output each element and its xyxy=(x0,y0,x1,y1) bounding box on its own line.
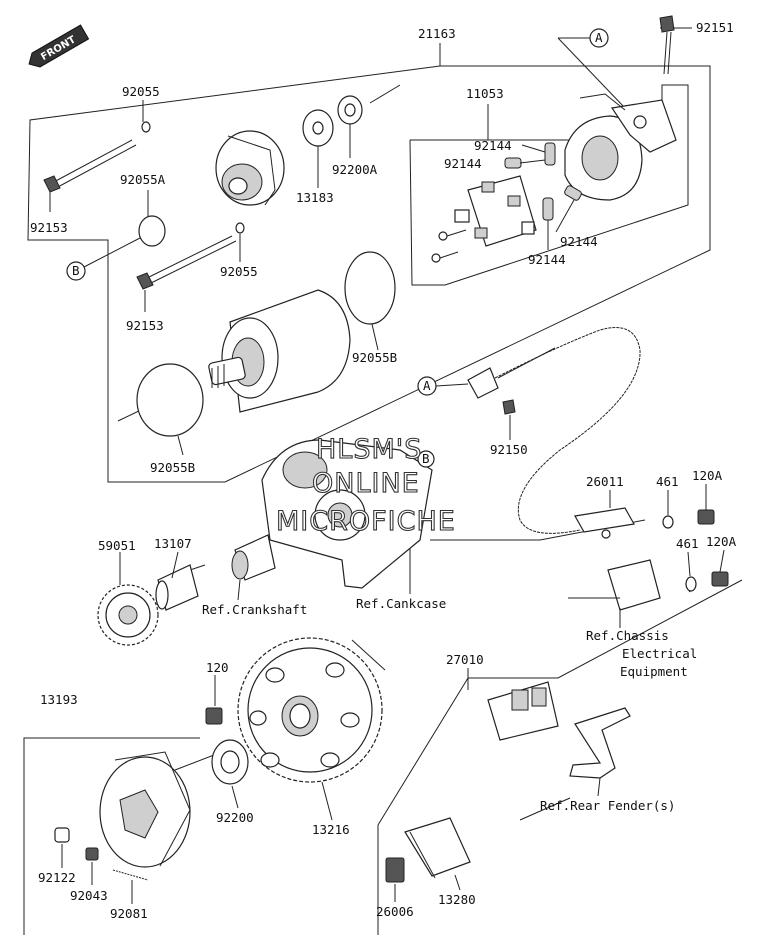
watermark-line1: HLSM'S xyxy=(316,434,422,465)
starter-end-cover xyxy=(215,130,285,206)
starter-motor-group-frame xyxy=(27,65,711,483)
front-badge: FRONT xyxy=(28,24,90,68)
part-label-92153-mid: 92153 xyxy=(126,318,164,333)
starter-cable-26011 xyxy=(467,327,641,534)
ref-label-chassis-line3: Equipment xyxy=(620,664,688,679)
ref-label-crankshaft: Ref.Crankshaft xyxy=(202,602,307,617)
starter-clutch-group-frame xyxy=(23,737,200,935)
part-label-92055B-right: 92055B xyxy=(352,350,397,365)
part-label-92200A: 92200A xyxy=(332,162,378,177)
nut-120A-a xyxy=(697,509,715,525)
starter-motor-body xyxy=(208,289,351,413)
o-ring-92055-small-mid xyxy=(235,222,245,234)
ref-label-rear-fender: Ref.Rear Fender(s) xyxy=(540,798,675,813)
part-label-21163: 21163 xyxy=(418,26,456,41)
long-bolt-92153-top xyxy=(43,139,137,193)
washer-461-a xyxy=(662,515,674,529)
crankshaft-end xyxy=(231,534,276,581)
part-label-92122: 92122 xyxy=(38,870,76,885)
part-label-92144-d: 92144 xyxy=(528,252,566,267)
brush-springs-92144 xyxy=(504,142,582,221)
callout-a-top-label: A xyxy=(595,30,603,45)
part-label-92043: 92043 xyxy=(70,888,108,903)
part-label-92153-top: 92153 xyxy=(30,220,68,235)
washer-92200A xyxy=(337,95,363,125)
relay-cover-13280 xyxy=(404,817,471,879)
washer-13183 xyxy=(302,109,334,147)
part-label-461-a: 461 xyxy=(656,474,679,489)
connector-26006 xyxy=(385,857,405,883)
part-label-92150: 92150 xyxy=(490,442,528,457)
part-label-92055-top: 92055 xyxy=(122,84,160,99)
part-label-92151: 92151 xyxy=(696,20,734,35)
part-label-92144-c: 92144 xyxy=(560,234,598,249)
part-label-11053: 11053 xyxy=(466,86,504,101)
watermark: HLSM'S ONLINE MICROFICHE xyxy=(275,433,456,537)
washer-461-b xyxy=(685,576,697,593)
part-label-92081: 92081 xyxy=(110,906,148,921)
callout-b-left-label: B xyxy=(72,263,80,278)
part-label-13183: 13183 xyxy=(296,190,334,205)
callout-b-left: B xyxy=(66,237,141,281)
washer-92200 xyxy=(211,739,249,785)
part-label-26011: 26011 xyxy=(586,474,624,489)
watermark-line2: ONLINE xyxy=(312,468,420,499)
callout-a-cable: A xyxy=(417,376,469,396)
bolt-120 xyxy=(205,707,223,725)
starter-clutch-gear-13216 xyxy=(237,637,383,783)
part-label-27010: 27010 xyxy=(446,652,484,667)
leader-lines xyxy=(49,100,725,904)
brush-screws xyxy=(431,229,467,263)
part-label-120A-b: 120A xyxy=(706,534,737,549)
part-label-92144-a: 92144 xyxy=(474,138,512,153)
long-bolt-92153-mid xyxy=(136,235,237,290)
part-label-92055B-left: 92055B xyxy=(150,460,195,475)
part-label-461-b: 461 xyxy=(676,536,699,551)
fender-bracket-reference xyxy=(569,707,631,779)
callout-a-top: A xyxy=(589,28,609,48)
o-ring-92055B-right xyxy=(344,251,396,325)
part-label-92144-b: 92144 xyxy=(444,156,482,171)
nut-120A-b xyxy=(711,571,729,587)
callout-b-crankcase-label: B xyxy=(422,451,430,466)
crankcase-reference xyxy=(261,439,433,589)
spring-cap-92043 xyxy=(85,847,99,861)
starter-clutch-13193 xyxy=(99,751,191,868)
part-labels: 21163 92151 11053 92055 92055A 92153 131… xyxy=(30,20,737,921)
rear-cover-housing xyxy=(564,93,677,201)
bolt-92151 xyxy=(659,15,675,75)
o-ring-92055-small-top xyxy=(141,121,151,133)
spring-92081 xyxy=(112,869,149,881)
part-label-13107: 13107 xyxy=(154,536,192,551)
part-label-13216: 13216 xyxy=(312,822,350,837)
callout-a-cable-label: A xyxy=(423,378,431,393)
battery-cable-terminal xyxy=(574,507,635,539)
part-label-13280: 13280 xyxy=(438,892,476,907)
brush-holder-assembly xyxy=(454,175,537,247)
part-label-120: 120 xyxy=(206,660,229,675)
o-ring-92055B-left xyxy=(136,363,204,437)
roller-92122 xyxy=(54,827,70,843)
watermark-line3: MICROFICHE xyxy=(276,506,456,537)
part-label-92055-mid: 92055 xyxy=(220,264,258,279)
part-label-120A-a: 120A xyxy=(692,468,723,483)
part-label-13193: 13193 xyxy=(40,692,78,707)
o-ring-92055A xyxy=(138,215,166,247)
relay-group-frame xyxy=(377,579,743,935)
ref-label-crankcase: Ref.Cankcase xyxy=(356,596,446,611)
ref-label-chassis-line1: Ref.Chassis xyxy=(586,628,669,643)
idler-shaft-13107 xyxy=(155,564,199,611)
starter-relay-connector xyxy=(568,559,661,611)
part-label-92200: 92200 xyxy=(216,810,254,825)
idler-gear-59051 xyxy=(97,584,159,646)
callout-b-crankcase: B xyxy=(417,450,435,468)
part-label-92055A: 92055A xyxy=(120,172,166,187)
part-label-59051: 59051 xyxy=(98,538,136,553)
starter-relay-27010 xyxy=(487,681,559,741)
part-label-26006: 26006 xyxy=(376,904,414,919)
ref-label-chassis-line2: Electrical xyxy=(622,646,697,661)
reference-labels: Ref.Crankshaft Ref.Cankcase Ref.Chassis … xyxy=(202,596,697,813)
